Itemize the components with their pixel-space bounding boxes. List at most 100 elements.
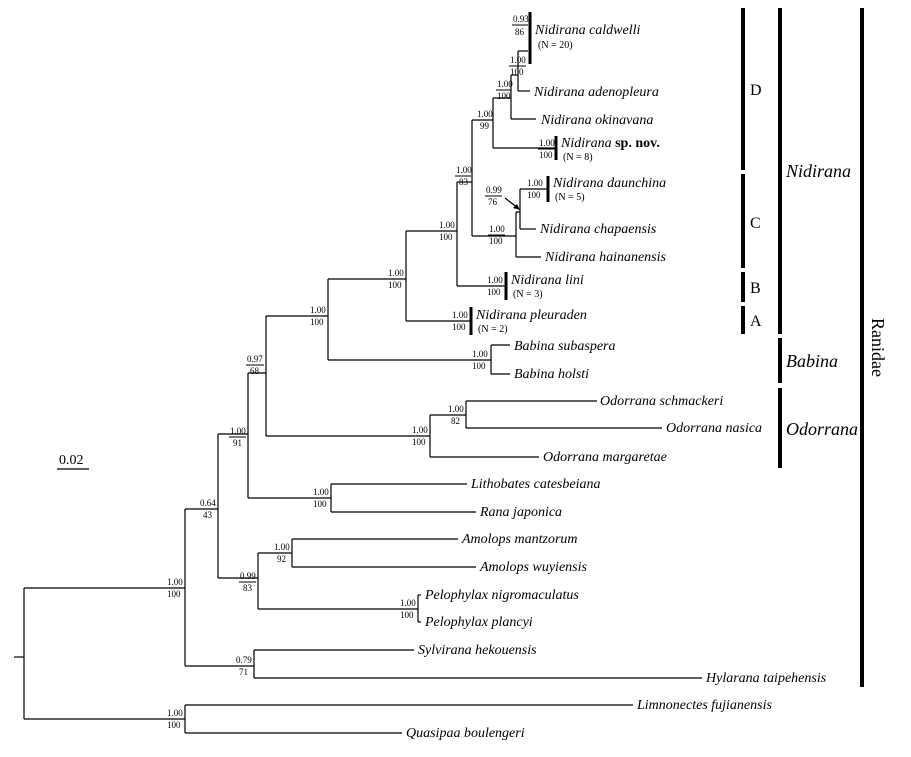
scale-bar-label: 0.02 xyxy=(59,453,84,468)
support-pp: 1.00 xyxy=(510,55,526,65)
sample-size-daunchina: (N = 5) xyxy=(555,192,585,203)
support-bs: 71 xyxy=(239,667,248,677)
support-bs: 100 xyxy=(489,236,503,246)
clade-label-c: C xyxy=(750,215,761,232)
taxon-sp-nov: Nidirana sp. nov. xyxy=(560,136,660,151)
taxon-lini: Nidirana lini xyxy=(510,273,584,288)
taxon-schmackeri: Odorrana schmackeri xyxy=(600,394,723,409)
taxon-margaretae: Odorrana margaretae xyxy=(543,450,667,465)
support-bs: 91 xyxy=(233,438,242,448)
node-support-values: 0.93 86 1.00 100 1.00 100 1.00 100 1.00 … xyxy=(166,14,555,730)
support-bs: 100 xyxy=(388,280,402,290)
taxon-taipehensis: Hylarana taipehensis xyxy=(705,671,827,686)
taxon-holsti: Babina holsti xyxy=(514,367,589,382)
sample-size-caldwelli: (N = 20) xyxy=(538,40,573,51)
sample-size-lini: (N = 3) xyxy=(513,289,543,300)
support-bs: 83 xyxy=(243,583,253,593)
taxon-nigromaculatus: Pelophylax nigromaculatus xyxy=(424,588,579,603)
taxon-adenopleura: Nidirana adenopleura xyxy=(533,85,659,100)
family-label-ranidae: Ranidae xyxy=(868,318,888,377)
support-pp: 1.00 xyxy=(487,275,503,285)
support-bs: 100 xyxy=(167,720,181,730)
support-pp: 1.00 xyxy=(527,178,543,188)
taxon-japonica: Rana japonica xyxy=(479,505,562,520)
support-pp: 1.00 xyxy=(167,577,183,587)
support-pp: 1.00 xyxy=(388,268,404,278)
taxon-sp-nov-genus: Nidirana xyxy=(560,136,612,151)
sample-bars xyxy=(469,12,558,335)
support-pp: 1.00 xyxy=(497,79,513,89)
support-pp: 1.00 xyxy=(313,487,329,497)
genus-label-babina: Babina xyxy=(786,351,838,371)
taxon-okinavana: Nidirana okinavana xyxy=(540,113,653,128)
support-bs: 100 xyxy=(452,322,466,332)
support-pp: 1.00 xyxy=(472,349,488,359)
sample-size-sp-nov: (N = 8) xyxy=(563,152,593,163)
taxon-hekouensis: Sylvirana hekouensis xyxy=(418,643,537,658)
support-bs: 100 xyxy=(497,91,511,101)
clade-label-b: B xyxy=(750,280,761,297)
support-bs: 100 xyxy=(510,67,524,77)
taxon-fujianensis: Limnonectes fujianensis xyxy=(636,698,772,713)
support-pp: 0.99 xyxy=(240,571,256,581)
support-bs: 86 xyxy=(515,27,525,37)
support-pp: 1.00 xyxy=(456,165,472,175)
support-bs: 92 xyxy=(277,554,286,564)
taxon-labels: Nidirana caldwelli (N = 20) Nidirana ade… xyxy=(406,23,827,741)
clade-label-a: A xyxy=(750,313,762,330)
taxon-chapaensis: Nidirana chapaensis xyxy=(539,222,657,237)
support-bs: 100 xyxy=(439,232,453,242)
support-pp: 0.97 xyxy=(247,354,263,364)
support-pp: 1.00 xyxy=(274,542,290,552)
support-pp: 1.00 xyxy=(400,598,416,608)
support-pp: 1.00 xyxy=(477,109,493,119)
scale-bar: 0.02 xyxy=(57,453,89,470)
support-bs: 100 xyxy=(487,287,501,297)
support-bs: 82 xyxy=(451,416,460,426)
support-pp: 1.00 xyxy=(439,220,455,230)
support-pp: 1.00 xyxy=(310,305,326,315)
taxon-caldwelli: Nidirana caldwelli xyxy=(534,23,641,38)
support-pp: 0.93 xyxy=(513,14,529,24)
support-pp: 1.00 xyxy=(452,310,468,320)
clade-label-d: D xyxy=(750,82,762,99)
support-bs: 43 xyxy=(203,510,213,520)
taxon-mantzorum: Amolops mantzorum xyxy=(461,532,578,547)
taxon-pleuraden: Nidirana pleuraden xyxy=(475,308,587,323)
support-bs: 99 xyxy=(480,121,490,131)
support-bs: 100 xyxy=(167,589,181,599)
support-pp: 1.00 xyxy=(489,224,505,234)
support-pp: 0.64 xyxy=(200,498,216,508)
support-pp: 0.99 xyxy=(486,185,502,195)
support-bs: 100 xyxy=(527,190,541,200)
taxon-nasica: Odorrana nasica xyxy=(666,421,762,436)
support-pp: 0.79 xyxy=(236,655,252,665)
support-pp: 1.00 xyxy=(230,426,246,436)
support-bs: 83 xyxy=(459,177,469,187)
genus-label-nidirana: Nidirana xyxy=(785,161,851,181)
taxon-daunchina: Nidirana daunchina xyxy=(552,176,666,191)
genus-label-odorrana: Odorrana xyxy=(786,419,858,439)
support-bs: 100 xyxy=(310,317,324,327)
support-bs: 100 xyxy=(539,150,553,160)
taxon-boulengeri: Quasipaa boulengeri xyxy=(406,726,525,741)
support-bs: 68 xyxy=(250,366,260,376)
clade-annotations: D C B A Nidirana Babina Odorrana Ranidae xyxy=(741,8,888,687)
taxon-plancyi: Pelophylax plancyi xyxy=(424,615,533,630)
support-bs: 100 xyxy=(412,437,426,447)
taxon-sp-nov-suffix: sp. nov. xyxy=(615,136,660,151)
support-bs: 76 xyxy=(488,197,498,207)
support-pp: 1.00 xyxy=(167,708,183,718)
support-bs: 100 xyxy=(313,499,327,509)
support-bs: 100 xyxy=(472,361,486,371)
tree-branches xyxy=(14,50,702,734)
support-pp: 1.00 xyxy=(448,404,464,414)
taxon-hainanensis: Nidirana hainanensis xyxy=(544,250,667,265)
taxon-wuyiensis: Amolops wuyiensis xyxy=(479,560,587,575)
support-bs: 100 xyxy=(400,610,414,620)
sample-size-pleuraden: (N = 2) xyxy=(478,324,508,335)
support-pp: 1.00 xyxy=(412,425,428,435)
support-pp: 1.00 xyxy=(539,138,555,148)
taxon-subaspera: Babina subaspera xyxy=(514,339,616,354)
